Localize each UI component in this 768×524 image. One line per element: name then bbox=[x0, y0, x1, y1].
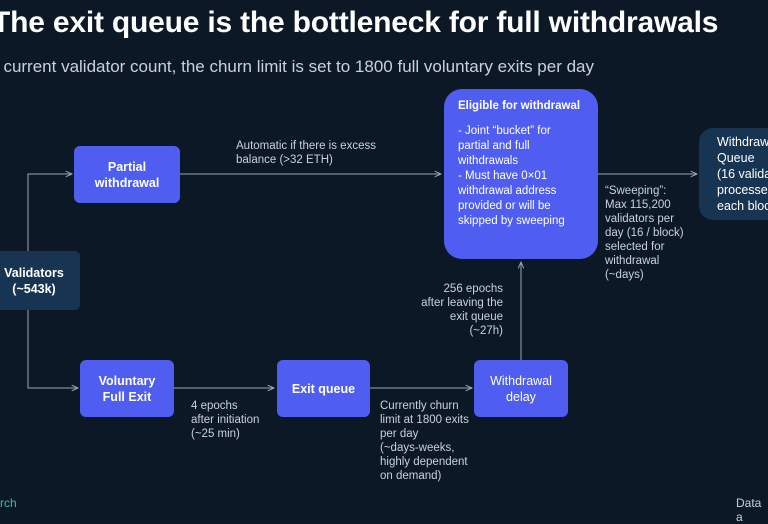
page-subtitle: t current validator count, the churn lim… bbox=[0, 57, 595, 76]
withdrawal-queue-label: Withdraw Queue (16 validat processe each… bbox=[717, 135, 768, 213]
sweeping-label: “Sweeping”: Max 115,200 validators per d… bbox=[605, 185, 684, 281]
eligible-title: Eligible for withdrawal bbox=[458, 100, 581, 112]
validators-to-partial-connector bbox=[27, 174, 72, 252]
validators-to-voluntary-connector bbox=[27, 310, 78, 388]
partial-withdrawal-label: Partial withdrawal bbox=[94, 159, 160, 190]
eligible-for-withdrawal-node: Eligible for withdrawal - Joint “bucket”… bbox=[444, 89, 598, 259]
eligible-body: - Joint “bucket” for partial and full wi… bbox=[458, 125, 565, 227]
partial-withdrawal-node: Partial withdrawal bbox=[74, 146, 180, 203]
validators-label: Validators (~543k) bbox=[4, 265, 64, 296]
withdrawal-delay-label: Withdrawal delay bbox=[490, 373, 552, 404]
voluntary-exit-label: Voluntary Full Exit bbox=[98, 373, 156, 404]
connector-lines bbox=[27, 0, 768, 512]
voluntary-exit-node: Voluntary Full Exit bbox=[80, 360, 174, 417]
exit-queue-node: Exit queue bbox=[277, 360, 370, 417]
validators-node: Validators (~543k) bbox=[0, 251, 80, 310]
withdrawal-queue-node: Withdraw Queue (16 validat processe each… bbox=[699, 128, 768, 220]
exit-queue-label: Exit queue bbox=[291, 381, 356, 396]
page-title: The exit queue is the bottleneck for ful… bbox=[0, 6, 719, 39]
epochs-256-label: 256 epochs after leaving the exit queue … bbox=[421, 283, 503, 337]
epochs-4-label: 4 epochs after initiation (~25 min) bbox=[191, 400, 260, 440]
churn-limit-label: Currently churn limit at 1800 exits per … bbox=[380, 400, 469, 482]
footer-left-text: rch bbox=[0, 496, 17, 510]
footer-right-text: Data a bbox=[736, 496, 762, 524]
withdrawal-delay-node: Withdrawal delay bbox=[474, 360, 568, 417]
automatic-label: Automatic if there is excess balance (>3… bbox=[236, 140, 376, 166]
